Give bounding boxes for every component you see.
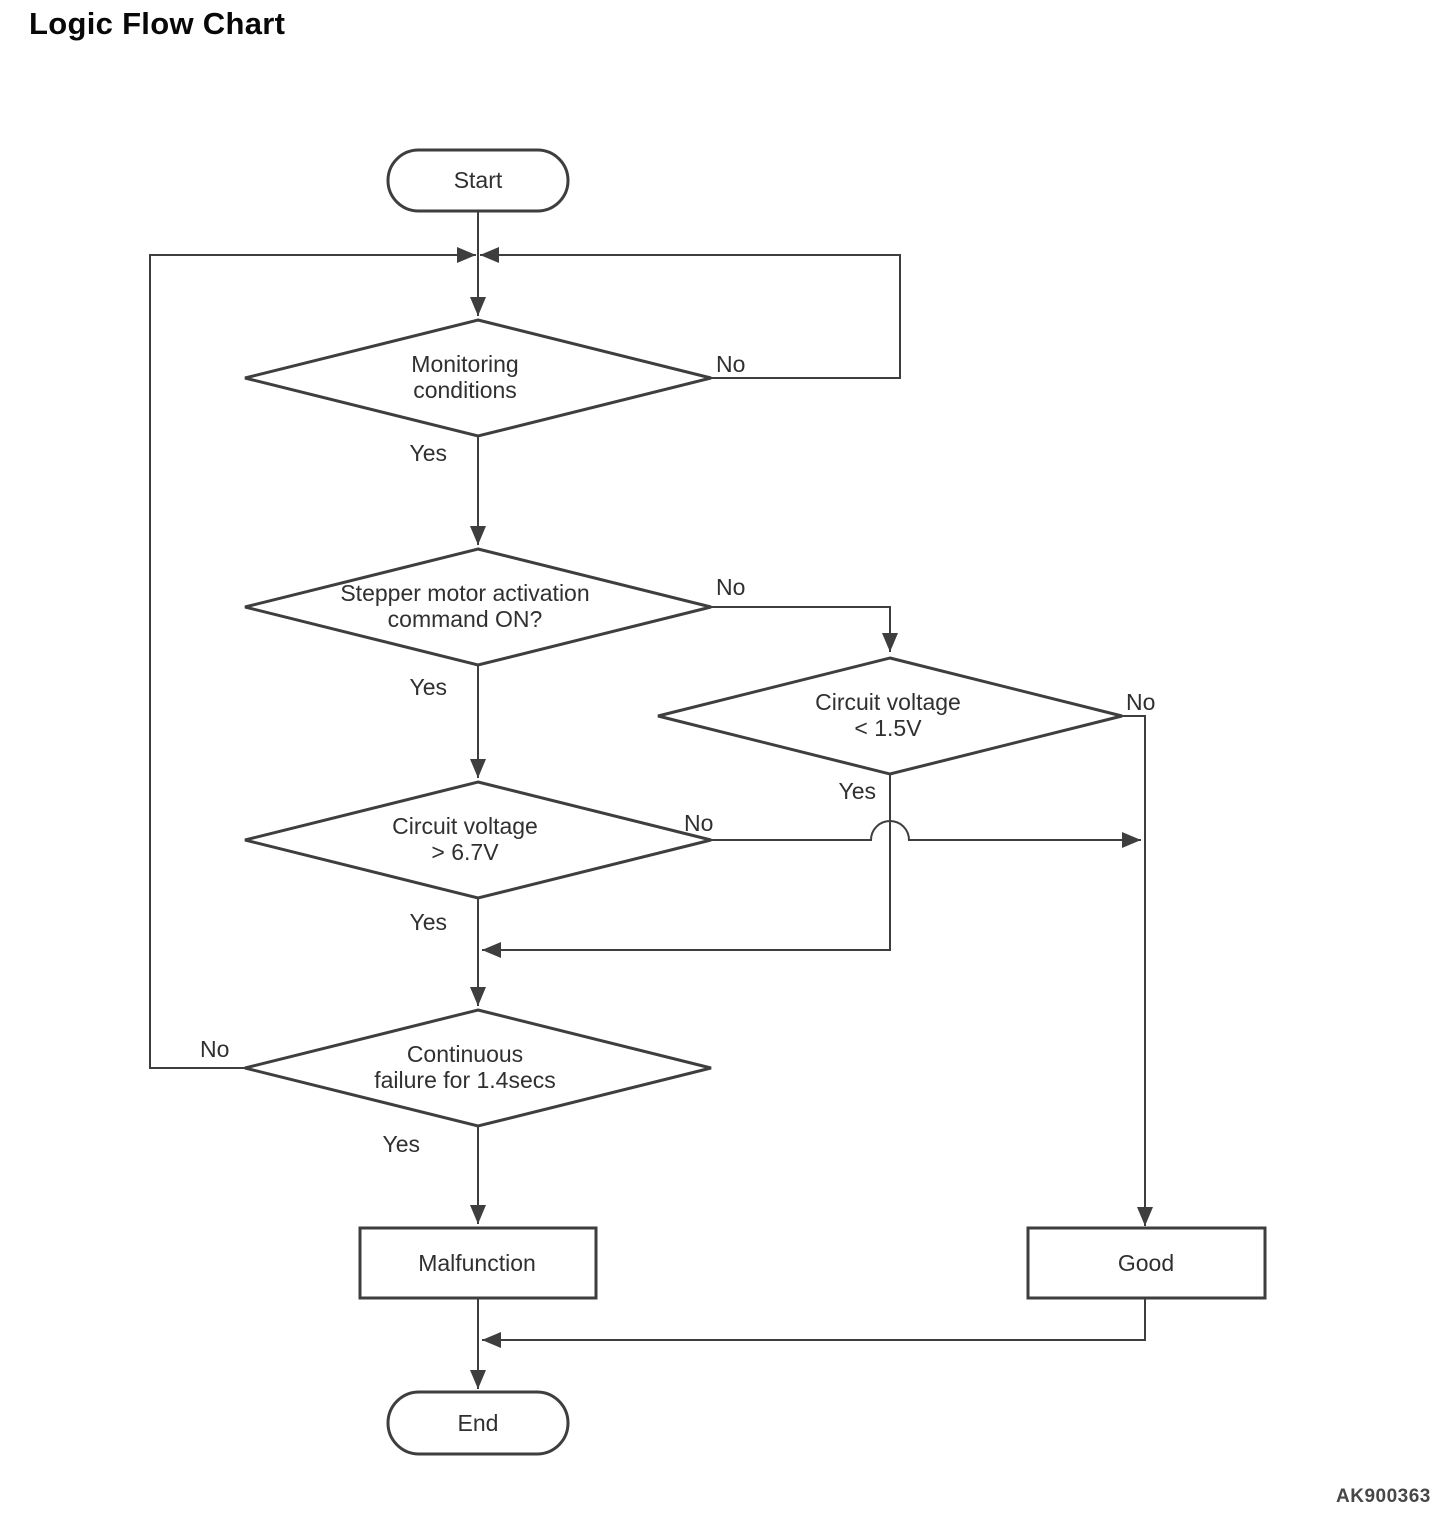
continuous-yes-label: Yes [382, 1131, 420, 1157]
voltage-low-decision-shape [657, 656, 1123, 776]
voltage-high-label-line2: > 6.7V [431, 839, 499, 865]
voltage-low-no-label: No [1126, 689, 1155, 715]
flow-shapes [244, 148, 1267, 1456]
edge-voltage-high-no [711, 820, 1141, 848]
continuous-no-label: No [200, 1036, 229, 1062]
voltage-high-yes-label: Yes [409, 909, 447, 935]
voltage-high-decision-shape [244, 780, 712, 900]
edge-voltage-low-no [1122, 715, 1153, 1226]
figure-code: AK900363 [1336, 1486, 1431, 1507]
malfunction-label: Malfunction [418, 1250, 536, 1276]
voltage-low-yes-label: Yes [838, 778, 876, 804]
edge-good-to-end [482, 1298, 1146, 1348]
end-label: End [458, 1410, 499, 1436]
end-terminator-shape [386, 1390, 570, 1456]
good-process-shape [1026, 1226, 1267, 1300]
continuous-label-line2: failure for 1.4secs [374, 1067, 556, 1093]
flow-branch-labels: No Yes No Yes No Yes No Yes No Yes [200, 351, 1155, 1157]
start-terminator-shape [386, 148, 570, 213]
monitoring-no-label: No [716, 351, 745, 377]
continuous-label-line1: Continuous [407, 1041, 523, 1067]
stepper-yes-label: Yes [409, 674, 447, 700]
edge-voltage-low-yes [482, 774, 891, 958]
continuous-decision-shape [244, 1008, 712, 1128]
voltage-low-label-line1: Circuit voltage [815, 689, 961, 715]
stepper-label-line2: command ON? [388, 606, 543, 632]
start-label: Start [454, 167, 503, 193]
good-label: Good [1118, 1250, 1174, 1276]
stepper-decision-shape [244, 547, 712, 667]
flow-node-labels: Start Monitoring conditions Stepper moto… [340, 167, 1174, 1436]
monitoring-label-line1: Monitoring [411, 351, 518, 377]
voltage-high-no-label: No [684, 810, 713, 836]
malfunction-process-shape [358, 1226, 598, 1300]
page-title: Logic Flow Chart [29, 6, 286, 41]
voltage-low-label-line2: < 1.5V [854, 715, 922, 741]
monitoring-label-line2: conditions [413, 377, 517, 403]
flow-edges [149, 211, 1153, 1389]
monitoring-decision-shape [244, 318, 712, 438]
stepper-no-label: No [716, 574, 745, 600]
edge-continuous-no-loop [149, 247, 476, 1069]
edge-monitoring-no-loop [480, 247, 901, 379]
edge-stepper-no [711, 606, 898, 652]
stepper-label-line1: Stepper motor activation [340, 580, 589, 606]
voltage-high-label-line1: Circuit voltage [392, 813, 538, 839]
monitoring-yes-label: Yes [409, 440, 447, 466]
